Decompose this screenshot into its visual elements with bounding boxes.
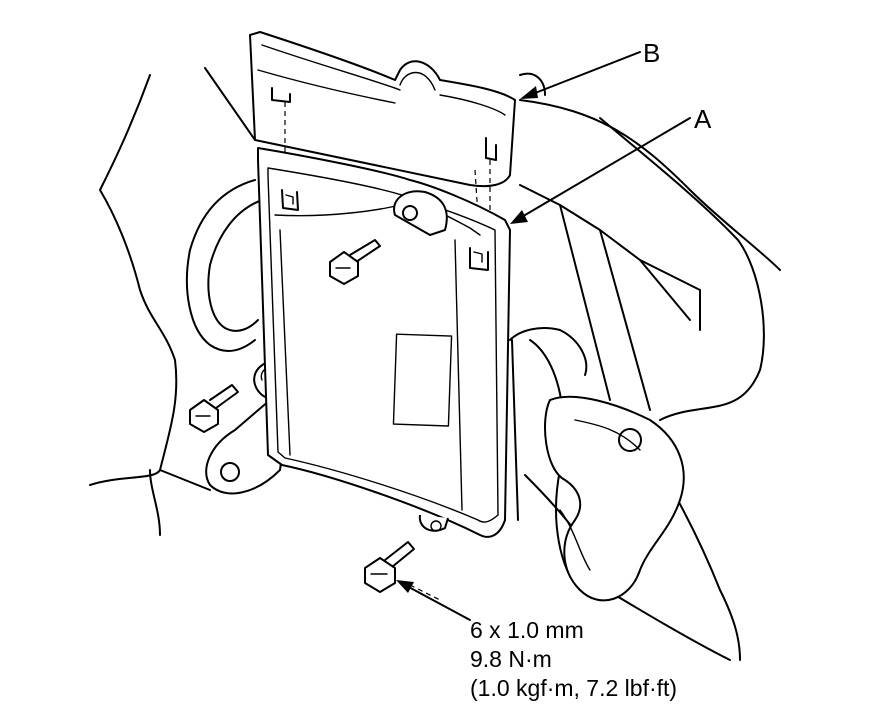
torque-nm-label: 9.8 N·m (470, 646, 552, 672)
ecm-cover (249, 31, 516, 250)
bolt-left (189, 384, 239, 433)
bolt-upper (329, 239, 381, 285)
callout-a: A (694, 104, 712, 134)
mounting-bracket (205, 359, 685, 602)
torque-alt-label: (1.0 kgf·m, 7.2 lbf·ft) (470, 675, 678, 701)
bolt-size-label: 6 x 1.0 mm (470, 617, 584, 643)
callout-b: B (643, 38, 661, 68)
leader-lines (396, 51, 691, 621)
mounting-bolts (189, 239, 415, 593)
ecm-unit (257, 147, 511, 538)
bolt-lower (364, 541, 415, 593)
